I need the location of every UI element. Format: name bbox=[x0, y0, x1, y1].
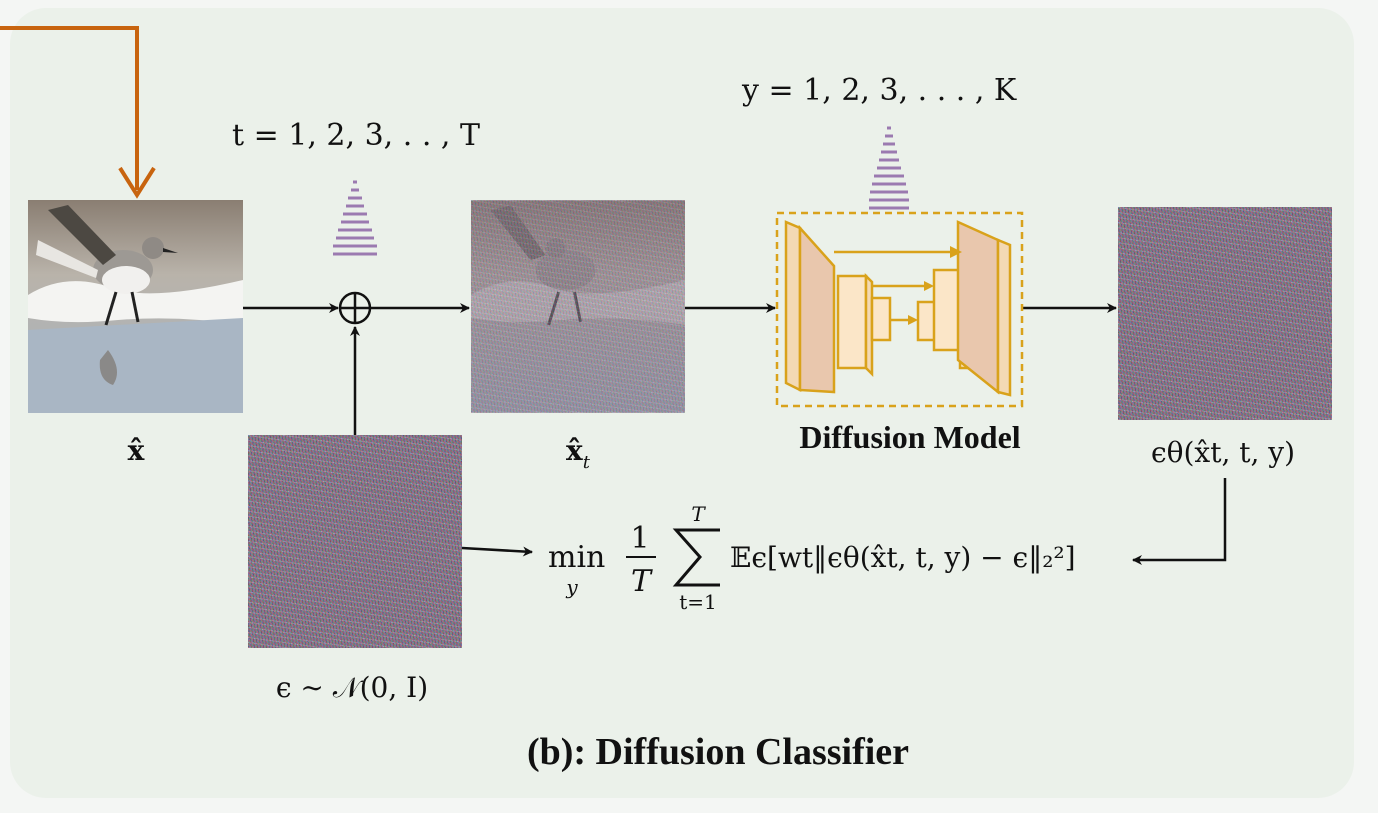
arrow-output-to-objective bbox=[1132, 478, 1227, 565]
unet-icon bbox=[775, 211, 1024, 408]
input-image bbox=[28, 200, 243, 413]
bird-photo bbox=[28, 200, 243, 413]
noise-image bbox=[248, 435, 462, 648]
objective-formula: min y 1 T T t=1 𝔼ϵ[wt‖ϵθ(x̂t, t, y) − ϵ‖… bbox=[548, 502, 1076, 614]
arrow-noise-to-objective bbox=[461, 546, 533, 557]
objective-body: 𝔼ϵ[wt‖ϵθ(x̂t, t, y) − ϵ‖₂²] bbox=[730, 541, 1076, 574]
noisy-label: x̂t bbox=[566, 434, 591, 473]
circle-plus-icon bbox=[338, 291, 372, 325]
predicted-noise-image bbox=[1118, 207, 1332, 420]
objective-frac-num: 1 bbox=[630, 521, 649, 556]
class-stripes-icon bbox=[869, 126, 909, 210]
noisy-image bbox=[471, 200, 685, 413]
sigma-icon bbox=[672, 528, 720, 587]
objective-frac-den: T bbox=[631, 564, 653, 599]
input-label: x̂ bbox=[128, 434, 145, 467]
noise-label: ϵ ∼ 𝒩(0, I) bbox=[276, 671, 428, 704]
objective-min-sub: y bbox=[565, 575, 578, 599]
timestep-range: t = 1, 2, 3, . . , T bbox=[232, 118, 480, 153]
objective-sum-top: T bbox=[691, 502, 706, 526]
timestep-stripes-icon bbox=[333, 180, 377, 256]
noisy-label-sub: t bbox=[583, 452, 591, 473]
diagram-caption: (b): Diffusion Classifier bbox=[527, 731, 909, 773]
output-label: ϵθ(x̂t, t, y) bbox=[1151, 436, 1295, 469]
feedback-arrow bbox=[0, 26, 156, 199]
objective-sum-bottom: t=1 bbox=[679, 590, 717, 614]
class-range: y = 1, 2, 3, . . . , K bbox=[741, 73, 1017, 108]
objective-min: min bbox=[548, 540, 605, 575]
model-label: Diffusion Model bbox=[799, 419, 1020, 455]
noisy-label-main: x̂ bbox=[566, 434, 583, 467]
